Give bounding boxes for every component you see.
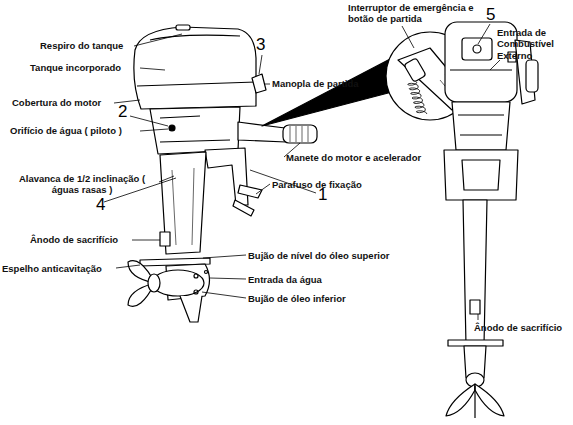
callout-number: 3 <box>256 36 265 53</box>
part-label: Manopla de partida <box>272 78 359 89</box>
part-label: Respiro do tanque <box>40 40 123 51</box>
part-label: Parafuso de fixação <box>272 179 362 190</box>
part-label: Alavanca de 1/2 inclinação ( águas rasas… <box>6 173 158 196</box>
part-label: Bujão de nível do óleo superior <box>248 250 389 261</box>
part-label: Cobertura do motor <box>12 97 101 108</box>
part-label: Ânodo de sacrifício <box>30 234 118 245</box>
callout-number: 5 <box>486 6 495 23</box>
part-label: Interruptor de emergência e botão de par… <box>348 2 498 25</box>
part-label: Manete do motor e acelerador <box>286 152 421 163</box>
callout-number: 4 <box>96 196 105 213</box>
part-label: Entrada da água <box>248 274 322 285</box>
part-label: Bujão de óleo inferior <box>248 293 346 304</box>
callout-number: 1 <box>318 186 327 203</box>
part-label: Orifício de água ( piloto ) <box>10 125 122 136</box>
leader-lines <box>104 24 500 320</box>
part-label: Tanque incorporado <box>30 62 121 73</box>
part-label: Entrada de Combustível Externo <box>497 27 569 61</box>
part-label: Ânodo de sacrifício <box>474 322 562 333</box>
engine-cowl <box>134 27 256 109</box>
part-label: Espelho anticavitação <box>2 263 102 274</box>
callout-number: 2 <box>118 103 127 120</box>
